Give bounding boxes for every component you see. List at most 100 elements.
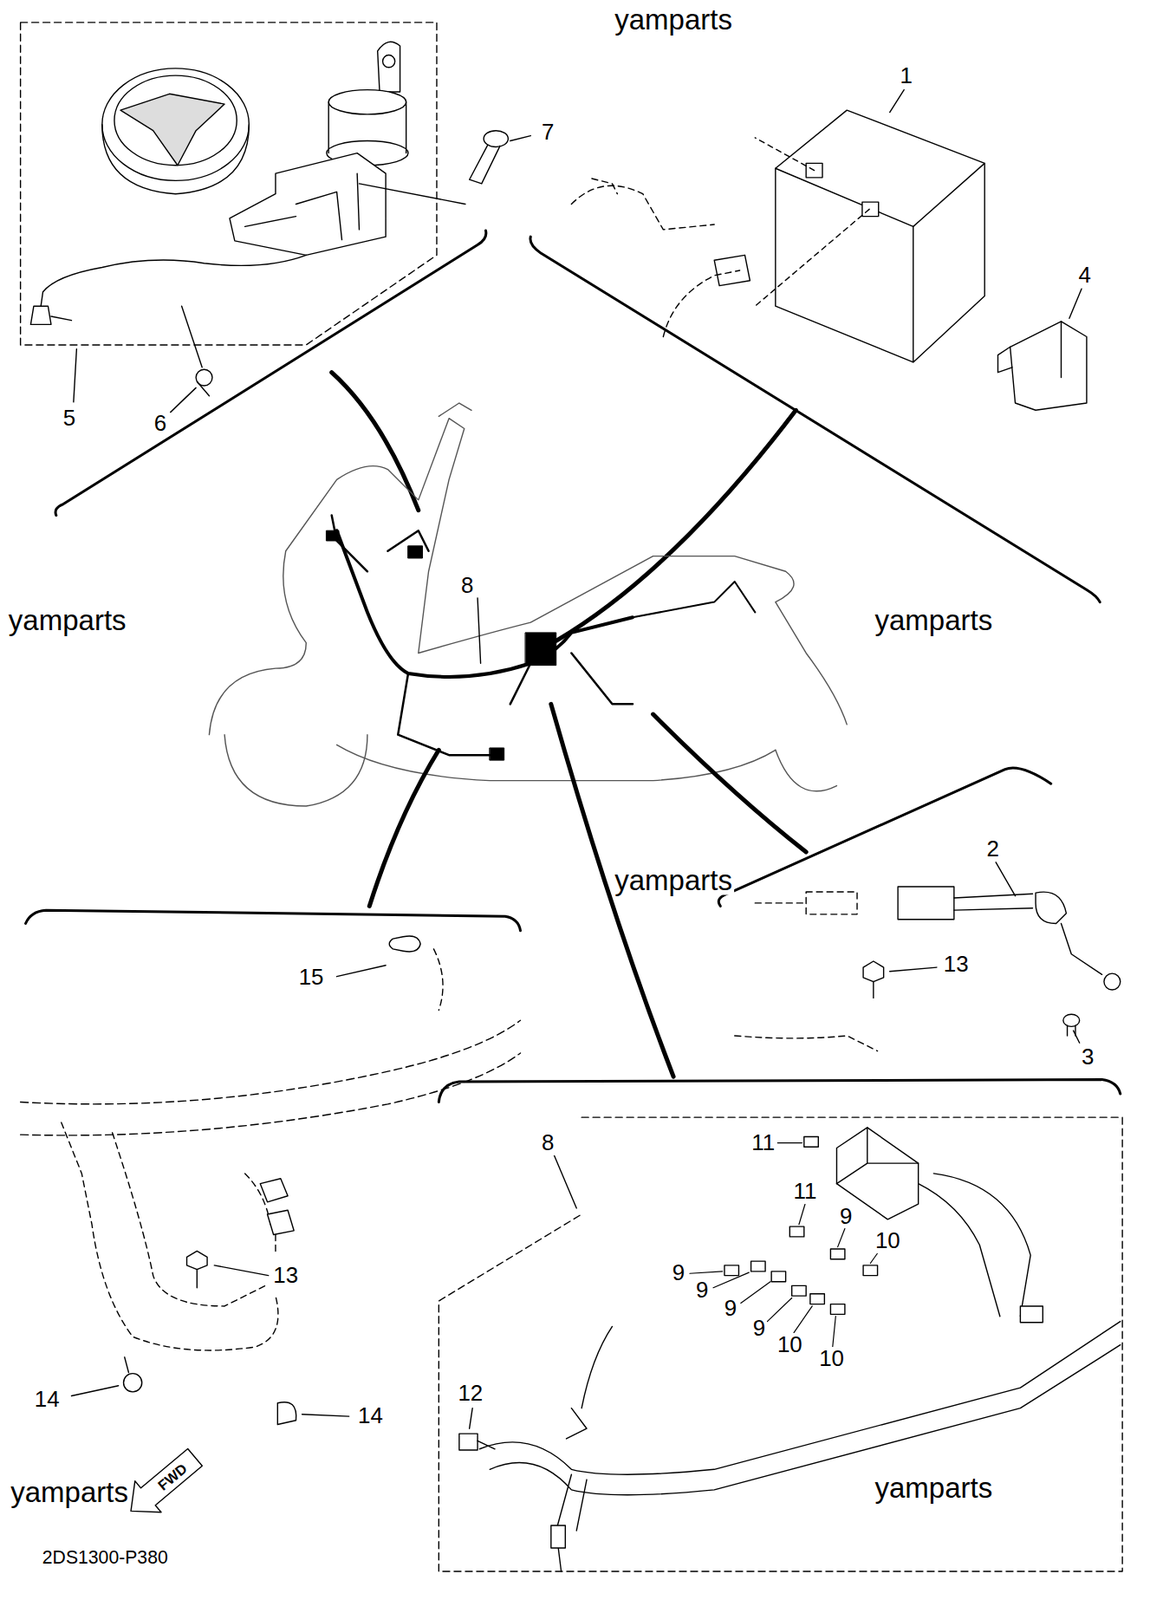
key-switch-panel xyxy=(181,305,210,397)
ground-cable-panel xyxy=(1035,891,1066,923)
battery-panel xyxy=(862,201,879,216)
key-switch-panel xyxy=(469,144,501,184)
callout-number: 8 xyxy=(459,573,475,598)
callout-number: 11 xyxy=(792,1179,819,1204)
fuse-panel xyxy=(551,1525,566,1548)
callout-bracket xyxy=(718,767,1051,906)
ground-cable-panel xyxy=(1067,1025,1076,1036)
key-switch-panel xyxy=(102,68,250,182)
frame-clip-panel xyxy=(112,1132,267,1306)
frame-clip-panel xyxy=(214,1265,268,1276)
callout-number: 9 xyxy=(670,1261,687,1287)
callout-bracket xyxy=(331,372,419,511)
ground-cable-panel xyxy=(890,967,937,972)
ground-cable-panel xyxy=(805,891,858,915)
scooter-outline xyxy=(337,744,776,780)
fuse-symbol xyxy=(771,1271,786,1282)
ground-cable-panel xyxy=(1063,1013,1080,1027)
key-switch-panel xyxy=(229,153,386,256)
battery-panel xyxy=(997,321,1061,378)
scooter-outline xyxy=(775,749,838,791)
scooter-outline xyxy=(224,734,368,806)
wire-harness xyxy=(525,632,556,666)
frame-clip-panel xyxy=(20,935,521,1425)
callout-number: 9 xyxy=(838,1204,854,1229)
callout-number: 9 xyxy=(694,1279,710,1304)
fuse-panel xyxy=(438,1117,1123,1572)
callout-bracket xyxy=(530,236,1100,602)
watermark: yamparts xyxy=(612,864,735,895)
key-switch-panel xyxy=(30,305,72,325)
frame-clip-panel xyxy=(389,935,421,952)
wire-harness xyxy=(632,581,755,618)
callout-number: 2 xyxy=(984,837,1001,862)
scooter-outline xyxy=(438,402,472,416)
frame-clip-panel xyxy=(124,1357,130,1373)
frame-clip-panel xyxy=(277,1402,296,1425)
direction-arrow xyxy=(117,1441,208,1527)
battery-panel xyxy=(1010,321,1087,410)
key-switch-panel xyxy=(328,102,406,154)
key-switch-panel xyxy=(245,173,360,241)
fuse-panel xyxy=(489,1344,1121,1495)
wire-harness xyxy=(571,652,633,704)
wire-harness xyxy=(408,545,423,559)
battery-panel xyxy=(890,90,904,113)
ground-cable-panel xyxy=(897,886,955,920)
fuse-panel xyxy=(469,1408,474,1430)
wire-harness xyxy=(326,530,339,541)
fuse-symbol xyxy=(724,1265,739,1276)
callout-number: 7 xyxy=(539,120,556,145)
wire-harness xyxy=(326,515,755,761)
fuse-panel xyxy=(777,1143,881,1264)
battery-panel xyxy=(775,110,985,227)
frame-clip-panel xyxy=(71,1385,119,1397)
wire-harness xyxy=(397,673,501,755)
callout-bracket xyxy=(25,909,521,931)
callout-bracket xyxy=(653,714,807,852)
fuse-panel xyxy=(556,1474,587,1572)
callout-number: 15 xyxy=(297,965,326,990)
callout-number: 14 xyxy=(32,1388,62,1413)
key-switch-panel xyxy=(73,349,78,403)
key-switch-panel xyxy=(377,41,401,92)
callout-number: 12 xyxy=(455,1381,485,1406)
frame-clip-panel xyxy=(433,948,443,1011)
frame-clip-panel xyxy=(20,1052,521,1136)
fuse-panel xyxy=(689,1271,836,1347)
ground-cable-panel xyxy=(1104,973,1121,990)
fuse-panel xyxy=(565,1325,612,1439)
callout-number: 9 xyxy=(751,1316,767,1341)
frame-clip-panel xyxy=(187,1250,208,1269)
frame-clip-panel xyxy=(267,1209,295,1235)
fuse-panel xyxy=(553,1155,577,1209)
battery-panel xyxy=(571,185,715,230)
callout-bracket xyxy=(556,409,797,641)
fuse-symbol xyxy=(804,1137,819,1148)
battery-panel xyxy=(571,90,1087,411)
ground-cable-panel xyxy=(995,862,1015,897)
callout-number: 5 xyxy=(61,406,78,431)
fuse-panel xyxy=(1020,1305,1043,1323)
watermark: yamparts xyxy=(6,604,129,635)
wire-harness xyxy=(489,747,504,761)
fuse-symbol xyxy=(724,1137,878,1315)
key-switch-panel xyxy=(20,22,437,345)
ground-cable-panel xyxy=(1060,922,1102,975)
callout-number: 10 xyxy=(873,1228,903,1254)
key-switch-panel xyxy=(510,136,532,142)
ground-cable-panel xyxy=(1073,1030,1080,1043)
callout-number: 6 xyxy=(152,411,169,436)
callout-number: 9 xyxy=(722,1296,739,1321)
frame-clip-panel xyxy=(337,965,387,977)
fuse-panel xyxy=(459,1433,478,1450)
watermark: yamparts xyxy=(612,3,735,34)
fuse-symbol xyxy=(789,1226,804,1237)
callout-bracket xyxy=(55,230,487,515)
ground-cable-panel xyxy=(734,1035,878,1052)
battery-panel xyxy=(714,254,750,286)
wire-harness xyxy=(477,597,481,663)
frame-clip-panel xyxy=(20,1020,521,1105)
